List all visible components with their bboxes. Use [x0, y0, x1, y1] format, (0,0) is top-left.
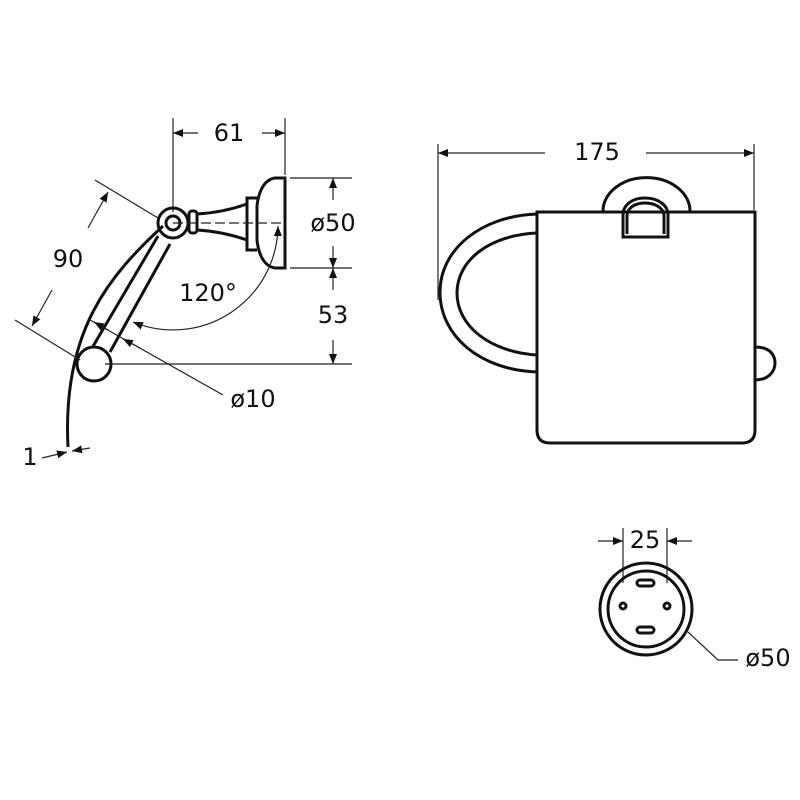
mount-slot	[635, 578, 656, 588]
rosette-view: 25 ø50	[598, 526, 791, 672]
dim-arrow	[122, 338, 141, 349]
rosette-outer	[598, 561, 694, 657]
dim-rosette-diameter-label: ø50	[310, 209, 355, 237]
dim-hole-spacing-label: 25	[630, 526, 661, 554]
leader-line	[89, 319, 224, 396]
dim-diameter-label: ø50	[745, 644, 790, 672]
mount-hole	[618, 601, 628, 611]
front-view: 175	[437, 138, 777, 445]
dim-rod-diameter-label: ø10	[230, 385, 275, 413]
dim-arm-length-label: 90	[53, 245, 84, 273]
angle-arc	[132, 225, 282, 331]
dim-arrow	[87, 191, 109, 229]
dim-arrow	[41, 450, 68, 459]
rosette-inner	[606, 569, 686, 649]
dim-arrow	[93, 321, 109, 331]
arm-line	[90, 235, 160, 349]
side-view: 61 ø50 53 120° 90	[14, 118, 356, 471]
dim-height-label: 53	[318, 301, 349, 329]
collar	[187, 209, 199, 235]
leader-line	[687, 631, 738, 661]
roll-arm-outer	[438, 212, 538, 374]
extension-line	[14, 319, 81, 361]
dim-width-label: 175	[574, 138, 620, 166]
extension-line	[94, 179, 159, 219]
mount-hole	[662, 601, 672, 611]
neck	[195, 202, 248, 242]
side-knob	[754, 345, 777, 382]
mount-slot	[635, 625, 656, 635]
hook-inner	[625, 201, 666, 234]
dim-depth-label: 61	[214, 119, 245, 147]
dim-thickness-label: 1	[22, 443, 37, 471]
cover-plate	[535, 210, 757, 445]
dim-angle-label: 120°	[179, 279, 237, 307]
roll-arm-inner	[455, 231, 538, 357]
top-rosette	[601, 176, 692, 212]
dim-arrow	[31, 289, 53, 327]
dim-arrow	[71, 445, 91, 454]
